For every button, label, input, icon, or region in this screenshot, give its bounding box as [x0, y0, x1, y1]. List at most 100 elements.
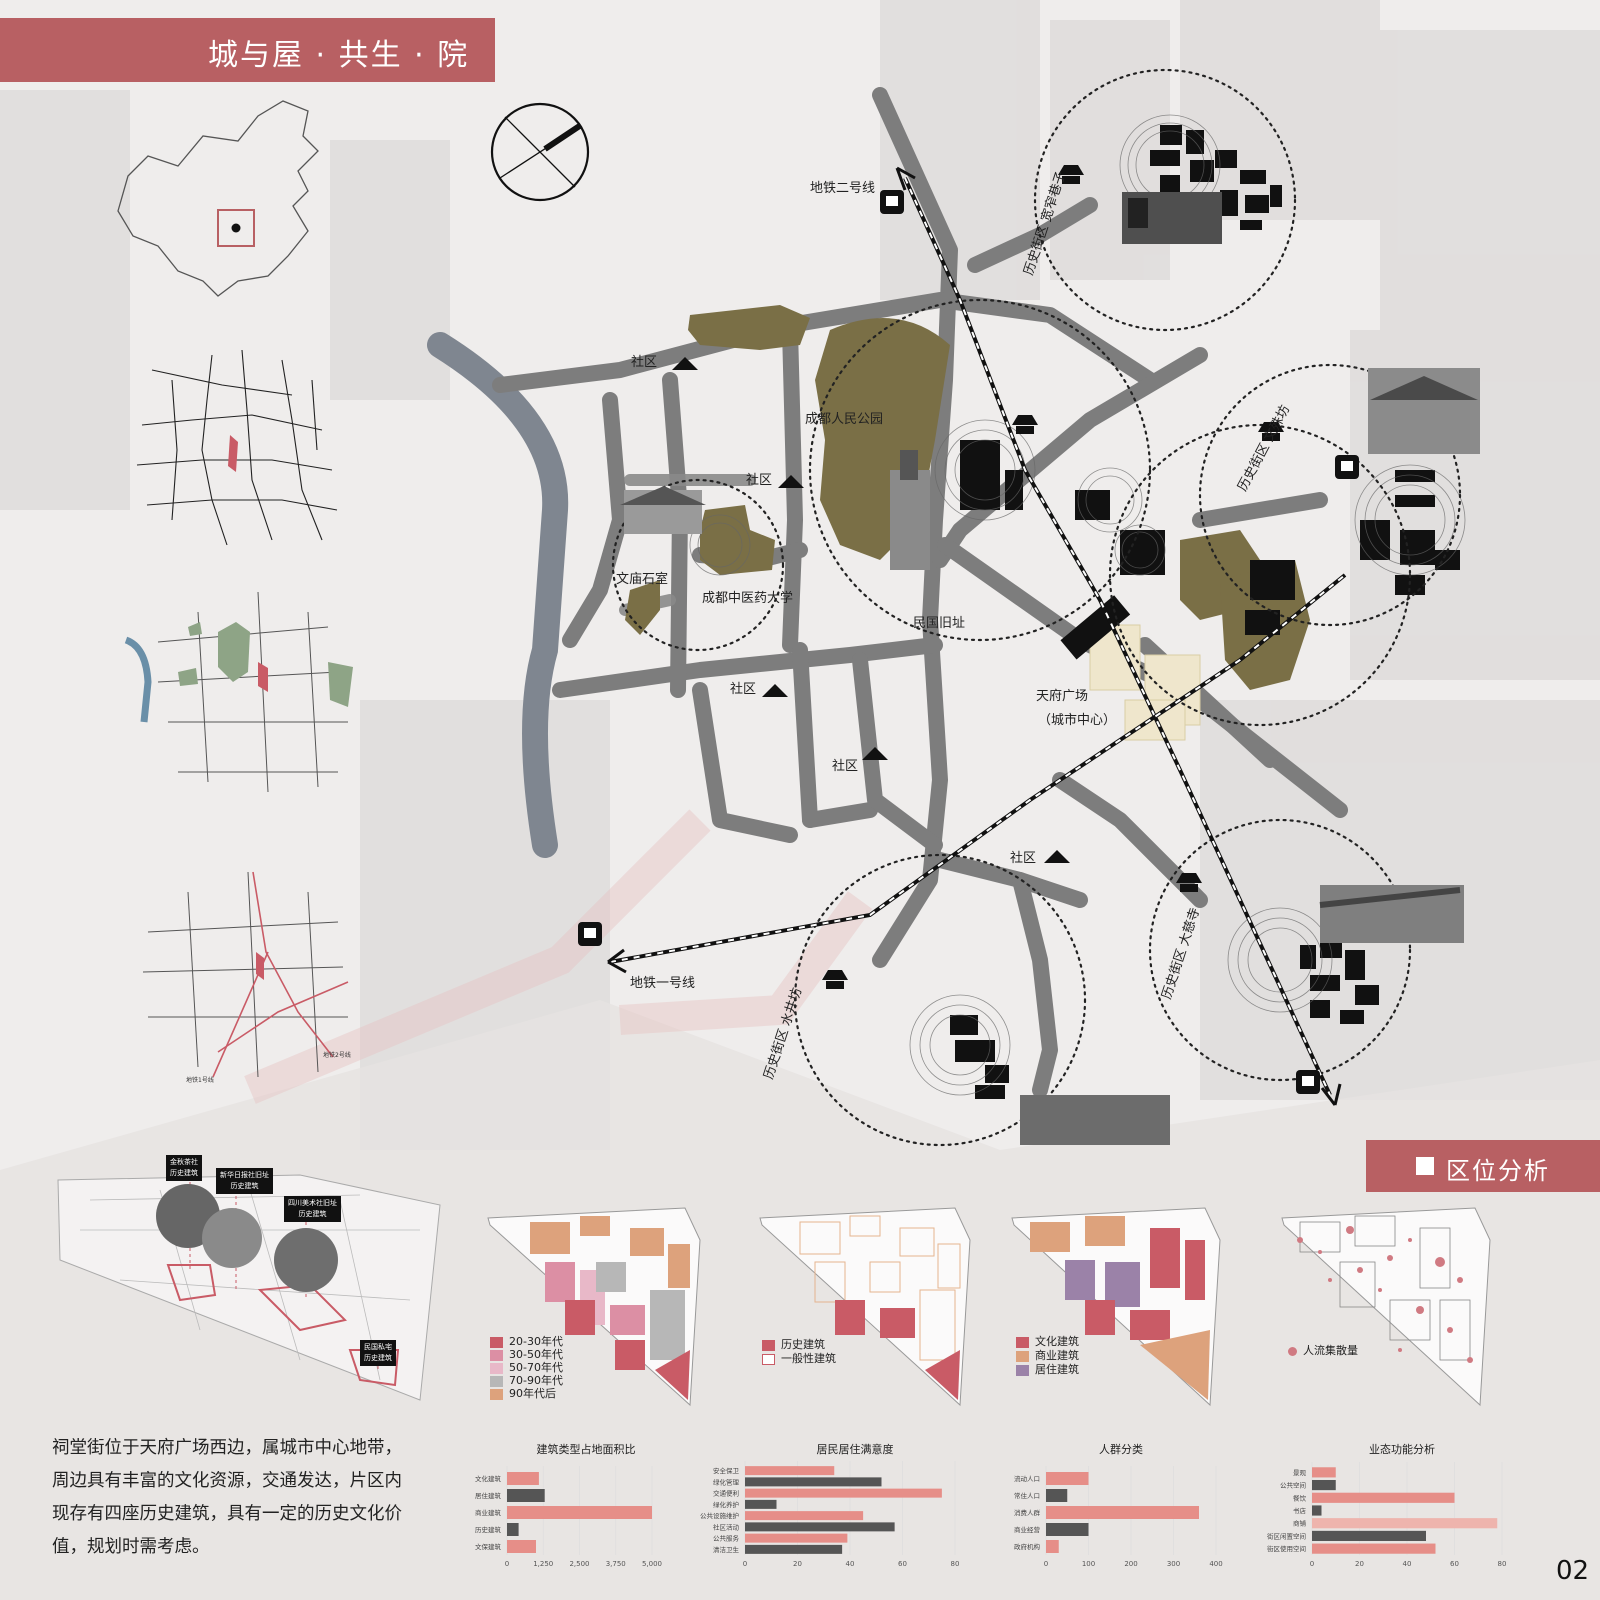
chart-bar: [507, 1472, 539, 1485]
legend-label: 一般性建筑: [781, 1352, 836, 1365]
legend-item: 一般性建筑: [762, 1352, 836, 1366]
legend-swatch: [762, 1339, 775, 1351]
metro-station-icon: [880, 190, 904, 214]
chart-category-label: 街区使用空间: [1267, 1544, 1306, 1553]
label-peoples-park: 成都人民公园: [805, 412, 883, 427]
chart-title: 业态功能分析: [1369, 1442, 1435, 1456]
chart-tick-label: 40: [846, 1560, 855, 1568]
chart-tick-label: 60: [898, 1560, 907, 1568]
chart-category-label: 安全保卫: [713, 1466, 740, 1475]
chart-tick-label: 0: [743, 1560, 747, 1568]
chart-bar: [507, 1506, 652, 1519]
legend-item: 30-50年代: [490, 1348, 563, 1361]
label-community: 社区: [746, 472, 772, 488]
legend-flow: 人流集散量: [1288, 1342, 1358, 1358]
section-square-icon: [1416, 1157, 1434, 1175]
chart-bar: [745, 1466, 835, 1476]
metro-station-icon: [1335, 455, 1359, 479]
label-wenmiao: 文庙石室: [616, 571, 668, 587]
legend-label: 30-50年代: [509, 1348, 563, 1361]
chart-tick-label: 80: [951, 1560, 960, 1568]
label-minguo-site: 民国旧址: [913, 616, 965, 631]
heritage-tag-name: 金秋茶社: [170, 1158, 198, 1166]
heritage-tag-type: 历史建筑: [230, 1182, 259, 1190]
chart-tick-label: 100: [1082, 1560, 1095, 1568]
plan-historic-buildings: [759, 1207, 971, 1407]
label-tianfu-square: 天府广场: [1036, 689, 1088, 704]
road-network-map: [136, 349, 338, 546]
legend-label: 商业建筑: [1035, 1349, 1079, 1362]
chart-bar: [1312, 1543, 1436, 1554]
legend-building-age: 20-30年代 30-50年代 50-70年代 70-90年代 90年代后: [490, 1335, 563, 1400]
community-house-icon: [672, 357, 1070, 863]
legend-label: 居住建筑: [1035, 1363, 1079, 1376]
chart-tick-label: 200: [1124, 1560, 1137, 1568]
chart-bar: [745, 1544, 843, 1554]
chart-category-label: 书店: [1293, 1506, 1307, 1515]
legend-item: 90年代后: [490, 1387, 563, 1400]
chart-category-label: 公共设施维护: [700, 1511, 739, 1520]
chart-bar: [1312, 1492, 1455, 1503]
heritage-tag-type: 历史建筑: [298, 1210, 327, 1218]
chart-tick-label: 0: [505, 1560, 509, 1568]
heritage-tag: 新华日报社旧址 历史建筑: [216, 1168, 273, 1194]
chart-tick-label: 40: [1403, 1560, 1412, 1568]
chart-bar: [1046, 1523, 1089, 1536]
label-community: 社区: [631, 354, 657, 370]
chart-category-label: 常住人口: [1014, 1491, 1040, 1500]
map4-label-left: 地铁1号线: [186, 1076, 214, 1084]
legend-swatch: [490, 1388, 503, 1400]
chart-bar: [1312, 1479, 1336, 1491]
chart-category-label: 消费人群: [1014, 1508, 1041, 1517]
heritage-tag-name: 四川美术社旧址: [288, 1199, 337, 1207]
label-community: 社区: [730, 681, 756, 697]
temple-icon: [822, 165, 1284, 989]
chart-category-label: 公共服务: [713, 1534, 740, 1543]
china-location-map: [117, 100, 319, 297]
legend-label: 人流集散量: [1303, 1344, 1358, 1357]
legend-dot: [1288, 1346, 1297, 1356]
chart-bar: [1046, 1489, 1068, 1502]
chart-bar: [745, 1533, 848, 1543]
road-network: [492, 87, 1348, 1098]
heritage-tag: 金秋茶社 历史建筑: [166, 1155, 202, 1181]
legend-swatch: [762, 1353, 775, 1365]
chart-category-label: 商业建筑: [475, 1508, 502, 1517]
label-community: 社区: [1010, 850, 1036, 866]
chart-category-label: 文保建筑: [475, 1542, 502, 1551]
legend-item: 历史建筑: [762, 1338, 836, 1352]
chart-bar: [745, 1522, 895, 1532]
chart-tick-label: 60: [1450, 1560, 1459, 1568]
legend-swatch: [490, 1362, 503, 1374]
chart-bar: [507, 1523, 519, 1536]
landmark-photos: [620, 192, 1480, 1145]
label-metro-line-1: 地铁一号线: [630, 976, 695, 991]
plan-pedestrian-flow: [1281, 1207, 1491, 1407]
chart-category-label: 街区闲置空间: [1267, 1531, 1306, 1540]
chart-tick-label: 3,750: [606, 1560, 626, 1568]
legend-function: 文化建筑 商业建筑 居住建筑: [1016, 1335, 1079, 1377]
chart-tick-label: 20: [1355, 1560, 1364, 1568]
chart-bar: [1312, 1505, 1322, 1516]
heritage-tag: 四川美术社旧址 历史建筑: [284, 1196, 341, 1222]
chart-bar: [745, 1511, 864, 1521]
chart-title: 人群分类: [1099, 1442, 1143, 1456]
chart-tick-label: 300: [1167, 1560, 1180, 1568]
heritage-tag-name: 新华日报社旧址: [220, 1171, 269, 1179]
legend-label: 历史建筑: [781, 1338, 825, 1351]
section-title: 区位分析: [1446, 1157, 1550, 1185]
legend-item: 商业建筑: [1016, 1349, 1079, 1363]
legend-swatch: [490, 1349, 503, 1361]
chart-tick-label: 80: [1498, 1560, 1507, 1568]
page-title: 城与屋 · 共生 · 院: [208, 38, 470, 73]
label-community: 社区: [832, 758, 858, 774]
metro-station-icon: [578, 922, 602, 946]
chart-category-label: 居住建筑: [475, 1491, 502, 1500]
metro-station-icon: [1296, 1070, 1320, 1094]
chart-title: 居民居住满意度: [817, 1442, 894, 1456]
legend-item: 50-70年代: [490, 1361, 563, 1374]
legend-item: 20-30年代: [490, 1335, 563, 1348]
